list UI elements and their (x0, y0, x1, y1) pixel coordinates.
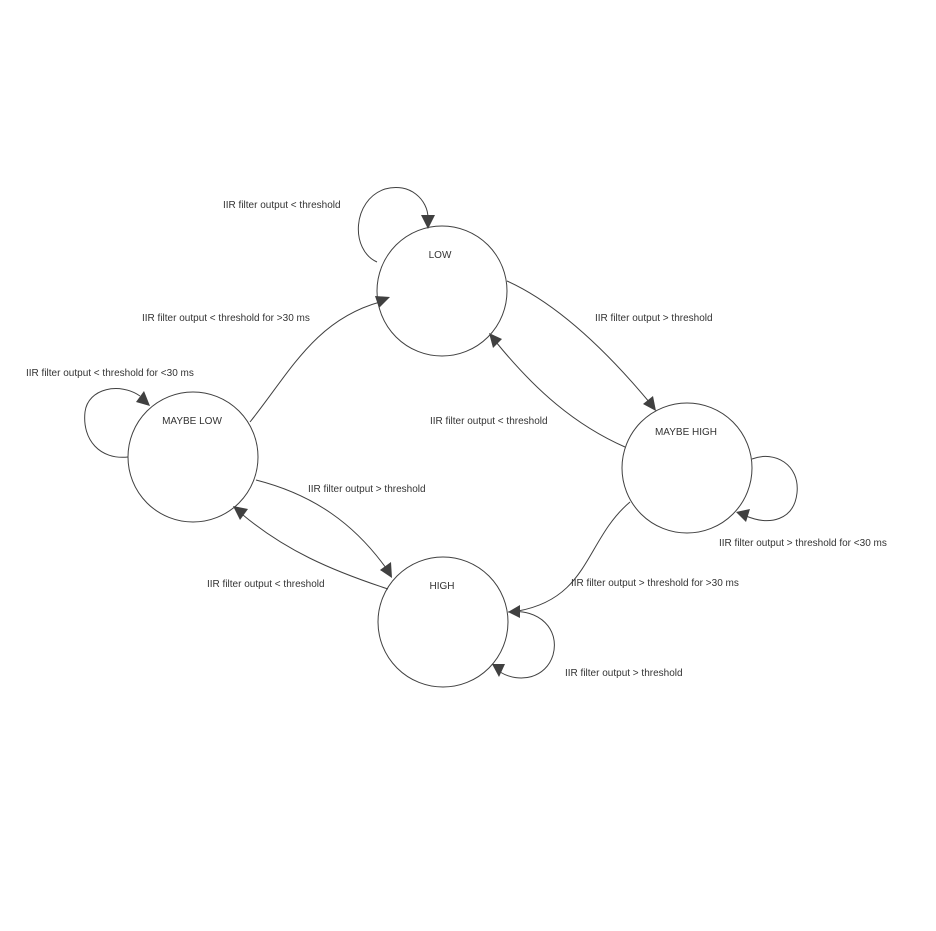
arrow-head-icon (421, 215, 435, 229)
transition-low-self-line (357, 187, 429, 263)
arrow-head-icon (489, 333, 502, 348)
transition-maybe-high-to-low[interactable]: IIR filter output < threshold (430, 333, 626, 448)
transition-low-self[interactable]: IIR filter output < threshold (223, 187, 435, 263)
state-high-label: HIGH (430, 581, 455, 592)
transition-maybe-low-self-line (84, 388, 141, 458)
state-maybe-high-circle (621, 402, 753, 534)
transition-maybe-low-to-high-label: IIR filter output > threshold (308, 484, 426, 495)
transition-maybe-high-self-line (745, 455, 798, 521)
transition-low-to-maybe-high-line (506, 280, 651, 404)
arrow-head-icon (233, 506, 248, 520)
state-low-circle (376, 225, 508, 357)
arrow-head-icon (736, 509, 750, 522)
transition-maybe-high-to-high-line (517, 501, 631, 612)
transition-maybe-low-to-low[interactable]: IIR filter output < threshold for >30 ms (142, 296, 390, 423)
transition-maybe-low-self-label: IIR filter output < threshold for <30 ms (26, 368, 194, 379)
arrow-head-icon (643, 396, 656, 411)
transition-maybe-low-to-high[interactable]: IIR filter output > threshold (255, 479, 426, 578)
transition-high-self[interactable]: IIR filter output > threshold (492, 611, 683, 679)
transition-high-self-label: IIR filter output > threshold (565, 668, 683, 679)
transition-high-to-maybe-low-line (242, 514, 389, 590)
arrow-head-icon (136, 391, 150, 406)
transition-low-self-label: IIR filter output < threshold (223, 200, 341, 211)
transition-high-to-maybe-low[interactable]: IIR filter output < threshold (207, 506, 389, 590)
transition-maybe-low-self[interactable]: IIR filter output < threshold for <30 ms (26, 368, 194, 458)
state-high[interactable]: HIGH (377, 556, 509, 688)
transition-maybe-high-self-label: IIR filter output > threshold for <30 ms (719, 538, 887, 549)
transition-low-to-maybe-high-label: IIR filter output > threshold (595, 313, 713, 324)
arrow-head-icon (492, 664, 505, 677)
state-maybe-high-label: MAYBE HIGH (655, 427, 717, 438)
arrow-head-icon (375, 296, 390, 308)
state-maybe-low-circle (127, 391, 259, 523)
transition-low-to-maybe-high[interactable]: IIR filter output > threshold (506, 280, 713, 411)
state-maybe-low[interactable]: MAYBE LOW (127, 391, 259, 523)
transition-maybe-high-to-high-label: IIR filter output > threshold for >30 ms (571, 578, 739, 589)
state-maybe-low-label: MAYBE LOW (162, 416, 222, 427)
arrow-head-icon (380, 562, 392, 578)
transition-high-self-line (499, 611, 555, 679)
transition-maybe-low-to-low-line (249, 301, 381, 423)
transition-maybe-low-to-low-label: IIR filter output < threshold for >30 ms (142, 313, 310, 324)
transition-maybe-high-self[interactable]: IIR filter output > threshold for <30 ms (719, 455, 887, 549)
state-high-circle (377, 556, 509, 688)
state-low-label: LOW (429, 250, 452, 261)
transition-maybe-high-to-low-line (495, 341, 626, 448)
transition-maybe-high-to-low-label: IIR filter output < threshold (430, 416, 548, 427)
transition-maybe-low-to-high-line (255, 479, 387, 569)
state-maybe-high[interactable]: MAYBE HIGH (621, 402, 753, 534)
state-low[interactable]: LOW (376, 225, 508, 357)
transition-high-to-maybe-low-label: IIR filter output < threshold (207, 579, 325, 590)
